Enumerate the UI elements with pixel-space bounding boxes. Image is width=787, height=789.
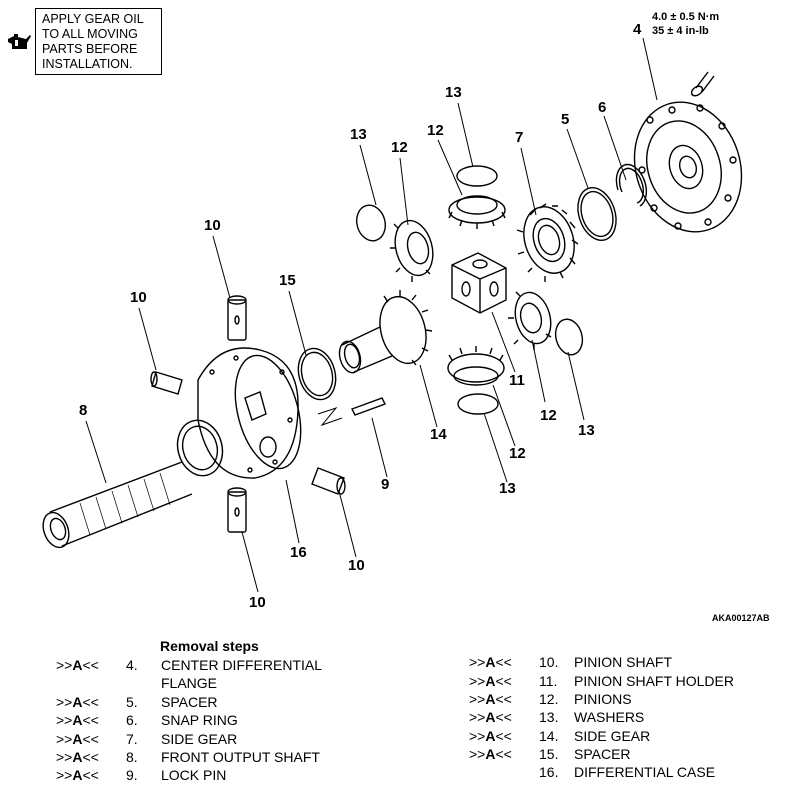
step-label: CENTER DIFFERENTIAL FLANGE bbox=[161, 656, 322, 692]
step-label: SNAP RING bbox=[161, 712, 238, 728]
step-label-line: CENTER DIFFERENTIAL bbox=[161, 657, 323, 673]
step-label: PINION SHAFT bbox=[574, 654, 673, 670]
step-label: LOCK PIN bbox=[161, 767, 227, 783]
side-gear-7 bbox=[516, 203, 579, 282]
step-mark: >>A<< bbox=[469, 654, 512, 670]
note-line: TO ALL MOVING bbox=[42, 27, 138, 41]
callout-13-bottom: 13 bbox=[499, 480, 516, 497]
step-mark: >>A<< bbox=[469, 746, 512, 762]
step-mark: >>A<< bbox=[56, 712, 99, 728]
step-number: 10. bbox=[539, 654, 559, 670]
callout-6: 6 bbox=[598, 99, 607, 116]
callout-5: 5 bbox=[561, 111, 570, 128]
step-number: 12. bbox=[539, 691, 559, 707]
pinion-shaft-right bbox=[311, 467, 346, 495]
step-label-line: FLANGE bbox=[161, 675, 218, 691]
snap-ring bbox=[615, 163, 647, 207]
callout-16: 16 bbox=[290, 544, 307, 561]
callout-11: 11 bbox=[509, 372, 525, 389]
lock-pin bbox=[317, 397, 386, 427]
pinion-shaft-holder bbox=[451, 252, 507, 314]
note-line: INSTALLATION. bbox=[42, 57, 133, 71]
step-mark: >>A<< bbox=[56, 731, 99, 747]
step-label: SPACER bbox=[161, 694, 218, 710]
step-number: 13. bbox=[539, 709, 559, 725]
torque-spec: 4.0 ± 0.5 N·m 35 ± 4 in-lb bbox=[652, 10, 719, 38]
step-label: SPACER bbox=[574, 746, 631, 762]
callout-13-right: 13 bbox=[578, 422, 595, 439]
pinion-left bbox=[390, 219, 434, 282]
washer-right bbox=[554, 318, 584, 356]
step-mark: >>A<< bbox=[469, 673, 512, 689]
step-mark: >>A<< bbox=[56, 694, 99, 710]
callout-10-right: 10 bbox=[348, 557, 365, 574]
callout-12-right: 12 bbox=[540, 407, 557, 424]
oil-can-icon bbox=[8, 34, 31, 49]
callout-8: 8 bbox=[79, 402, 88, 419]
step-number: 6. bbox=[126, 712, 138, 728]
step-mark: >>A<< bbox=[56, 749, 99, 765]
step-number: 15. bbox=[539, 746, 559, 762]
step-number: 7. bbox=[126, 731, 138, 747]
spacer-5 bbox=[577, 187, 617, 241]
spacer-15 bbox=[297, 347, 337, 401]
callout-10-bottom: 10 bbox=[249, 594, 266, 611]
washer-left bbox=[355, 204, 387, 242]
step-mark: >>A<< bbox=[56, 657, 99, 673]
diagram-code: AKA00127AB bbox=[712, 613, 770, 623]
step-number: 5. bbox=[126, 694, 138, 710]
note-line: PARTS BEFORE bbox=[42, 42, 138, 56]
pinion-right bbox=[508, 291, 552, 350]
callout-12-top: 12 bbox=[427, 122, 444, 139]
callout-14: 14 bbox=[430, 426, 447, 443]
step-number: 14. bbox=[539, 728, 559, 744]
side-gear-14 bbox=[338, 290, 433, 374]
step-mark: >>A<< bbox=[469, 691, 512, 707]
flange-bolt bbox=[690, 71, 715, 97]
callout-12-left: 12 bbox=[391, 139, 408, 156]
pinion-shaft-top bbox=[227, 295, 247, 341]
gear-oil-note: APPLY GEAR OIL TO ALL MOVING PARTS BEFOR… bbox=[35, 8, 162, 75]
pinion-top bbox=[448, 195, 506, 229]
step-label: PINION SHAFT HOLDER bbox=[574, 673, 734, 689]
step-mark: >>A<< bbox=[469, 709, 512, 725]
washer-bottom bbox=[457, 393, 499, 415]
step-number: 16. bbox=[539, 764, 559, 780]
step-label: FRONT OUTPUT SHAFT bbox=[161, 749, 320, 765]
step-label: PINIONS bbox=[574, 691, 632, 707]
pinion-shaft-left bbox=[150, 371, 183, 395]
pinion-shaft-bottom bbox=[227, 487, 247, 533]
step-number: 11. bbox=[539, 673, 558, 689]
step-label: DIFFERENTIAL CASE bbox=[574, 764, 716, 780]
differential-case bbox=[176, 347, 302, 479]
callout-13-top: 13 bbox=[445, 84, 462, 101]
step-mark: >>A<< bbox=[56, 767, 99, 783]
note-line: APPLY GEAR OIL bbox=[42, 12, 144, 26]
step-mark: >>A<< bbox=[469, 728, 512, 744]
torque-imperial: 35 ± 4 in-lb bbox=[652, 25, 709, 37]
center-differential-flange bbox=[633, 101, 743, 233]
removal-steps-title: Removal steps bbox=[160, 638, 259, 654]
callout-9: 9 bbox=[381, 476, 390, 493]
step-number: 4. bbox=[126, 657, 138, 673]
step-number: 8. bbox=[126, 749, 138, 765]
leader-lines bbox=[85, 37, 658, 593]
front-output-shaft bbox=[42, 461, 193, 549]
callout-7: 7 bbox=[515, 129, 524, 146]
pinion-bottom bbox=[447, 346, 505, 386]
step-number: 9. bbox=[126, 767, 138, 783]
callout-13-left: 13 bbox=[350, 126, 367, 143]
callout-15: 15 bbox=[279, 272, 296, 289]
callout-4: 4 bbox=[633, 21, 642, 38]
step-label: WASHERS bbox=[574, 709, 645, 725]
callout-12-bottom: 12 bbox=[509, 445, 526, 462]
callout-10-left: 10 bbox=[130, 289, 147, 306]
callout-10-top: 10 bbox=[204, 217, 221, 234]
step-label: SIDE GEAR bbox=[574, 728, 651, 744]
step-label: SIDE GEAR bbox=[161, 731, 238, 747]
torque-metric: 4.0 ± 0.5 N·m bbox=[652, 11, 720, 23]
washer-top bbox=[456, 165, 498, 187]
